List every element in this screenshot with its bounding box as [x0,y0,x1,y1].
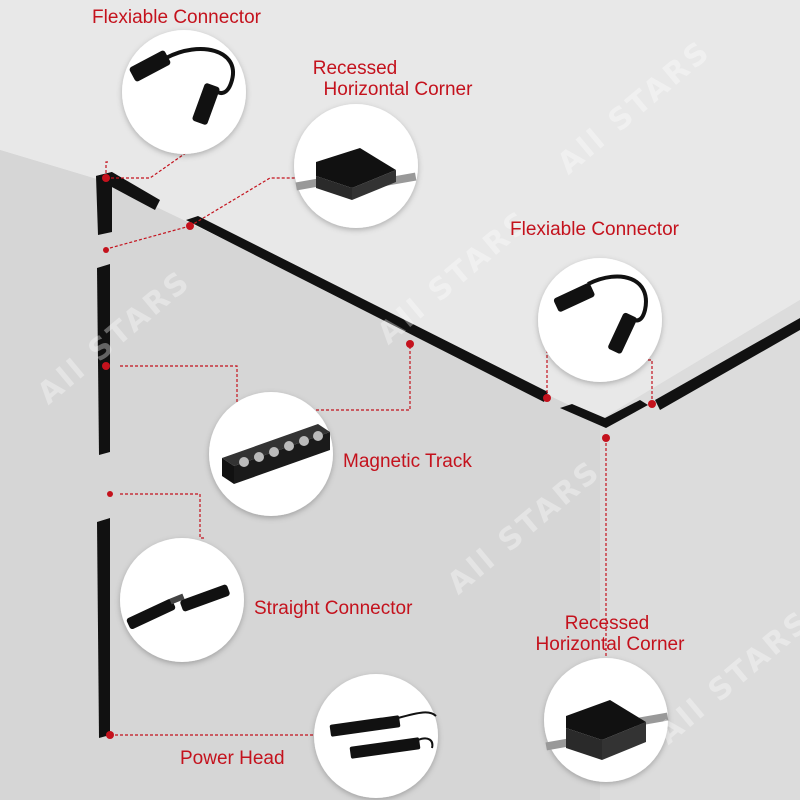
leader-flex-top-2 [106,149,191,179]
leader-straight [120,493,205,539]
magnetic-track-image [222,424,330,484]
label-recessed-corner-top-line2: Horizontal Corner [323,79,473,100]
power-head-image [329,711,437,759]
leader-corner-left [109,225,191,249]
label-recessed-corner-bottom-line1: Recessed [564,613,650,634]
dot [102,362,110,370]
dot [602,434,610,442]
dot [543,394,551,402]
flex-connector-top-image [129,47,236,125]
track-vertical-2 [97,264,110,455]
straight-connector-image [126,584,230,630]
label-flex-connector-right: Flexiable Connector [510,219,679,240]
dot [186,222,194,230]
dot [107,491,113,497]
label-magnetic-track: Magnetic Track [343,451,472,472]
recessed-corner-top-image [295,148,417,200]
track-ceiling-diagonal [186,216,548,402]
label-recessed-corner-bottom-line2: Horizontal Corner [535,634,685,655]
leader-lines [105,149,653,736]
connection-dots [102,174,656,739]
label-power-head: Power Head [180,748,285,769]
right-wall-surface [600,300,800,800]
track-vertical-1 [96,172,112,235]
flex-connector-right-image [553,274,648,354]
leader-flex-top [105,161,110,178]
circle-flex-right [538,258,662,382]
recessed-corner-bottom-image [545,700,669,760]
dot [106,731,114,739]
label-recessed-corner-top-line1: Recessed [312,58,398,79]
dot [103,247,109,253]
track-vertical-3 [97,518,110,738]
dot [406,340,414,348]
leader-recessed-top [189,177,300,227]
track-ceiling-right [655,318,800,410]
dot [648,400,656,408]
label-straight-connector: Straight Connector [254,598,413,619]
track-system [96,172,800,738]
track-corner-piece [560,400,648,428]
label-flex-connector-top: Flexiable Connector [92,7,261,28]
circle-power [314,674,438,798]
dot [102,174,110,182]
